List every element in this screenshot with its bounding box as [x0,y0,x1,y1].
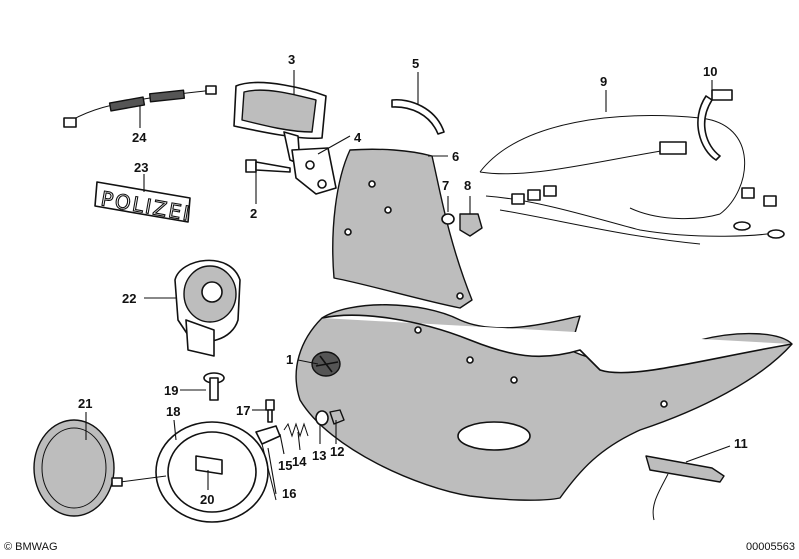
callout-11: 11 [685,436,748,463]
svg-text:9: 9 [600,74,607,89]
part-6-windscreen [332,148,473,309]
svg-text:4: 4 [354,130,362,145]
svg-text:16: 16 [282,486,296,501]
svg-text:15: 15 [278,458,292,473]
part-3-mirror [233,81,327,165]
callout-8: 8 [464,178,471,214]
svg-text:5: 5 [412,56,419,71]
part-20-clip [195,455,223,475]
part-14-spring [283,422,309,438]
callout-9: 9 [600,74,607,112]
part-22-lock-housing [174,259,241,357]
part-13-washer [315,410,329,426]
svg-text:17: 17 [236,403,250,418]
svg-text:3: 3 [288,52,295,67]
svg-text:20: 20 [200,492,214,507]
callout-16: 16 [267,447,296,501]
callout-15: 15 [278,433,292,473]
copyright-text: © BMWAG [4,541,58,553]
document-number: 00005563 [746,541,795,553]
callout-13: 13 [312,424,326,463]
svg-text:24: 24 [132,130,147,145]
part-1-fairing [295,304,793,501]
svg-text:23: 23 [134,160,148,175]
svg-text:6: 6 [452,149,459,164]
callout-22: 22 [122,291,176,306]
svg-text:2: 2 [250,206,257,221]
svg-text:19: 19 [164,383,178,398]
part-10-cable-tie [697,89,733,161]
callout-10: 10 [703,64,717,96]
callout-19: 19 [164,383,206,398]
part-7-washer [441,213,455,225]
svg-text:8: 8 [464,178,471,193]
callout-5: 5 [412,56,419,104]
callout-6: 6 [428,149,459,164]
callout-2: 2 [250,172,257,221]
svg-text:11: 11 [734,436,748,451]
callout-12: 12 [330,420,344,459]
callout-20: 20 [200,470,214,507]
svg-text:10: 10 [703,64,717,79]
part-9-wiring-harness [479,115,785,245]
svg-text:22: 22 [122,291,136,306]
part-19-screw [203,372,225,401]
svg-text:12: 12 [330,444,344,459]
part-17-screw [265,399,275,423]
callout-14: 14 [292,431,307,469]
part-11-bracket [645,455,725,521]
part-24-cable [63,85,217,128]
part-2-screw [245,159,291,173]
svg-text:7: 7 [442,178,449,193]
callout-4: 4 [317,130,362,155]
part-8-nut [459,213,483,237]
svg-text:14: 14 [292,454,307,469]
callout-24: 24 [132,106,147,145]
svg-text:1: 1 [286,352,293,367]
callout-18: 18 [166,404,180,441]
callout-1: 1 [286,352,319,367]
part-4-bracket [291,147,337,195]
part-18-headlamp-ring [111,421,269,523]
svg-text:18: 18 [166,404,180,419]
callout-21: 21 [78,396,92,440]
part-5-hose [391,98,445,135]
svg-text:13: 13 [312,448,326,463]
part-21-headlamp-lens [33,419,115,517]
callout-17: 17 [236,403,266,418]
callout-7: 7 [442,178,449,212]
callout-3: 3 [288,52,295,94]
svg-text:21: 21 [78,396,92,411]
part-12-nut [329,409,345,425]
callout-23: 23 [134,160,148,192]
